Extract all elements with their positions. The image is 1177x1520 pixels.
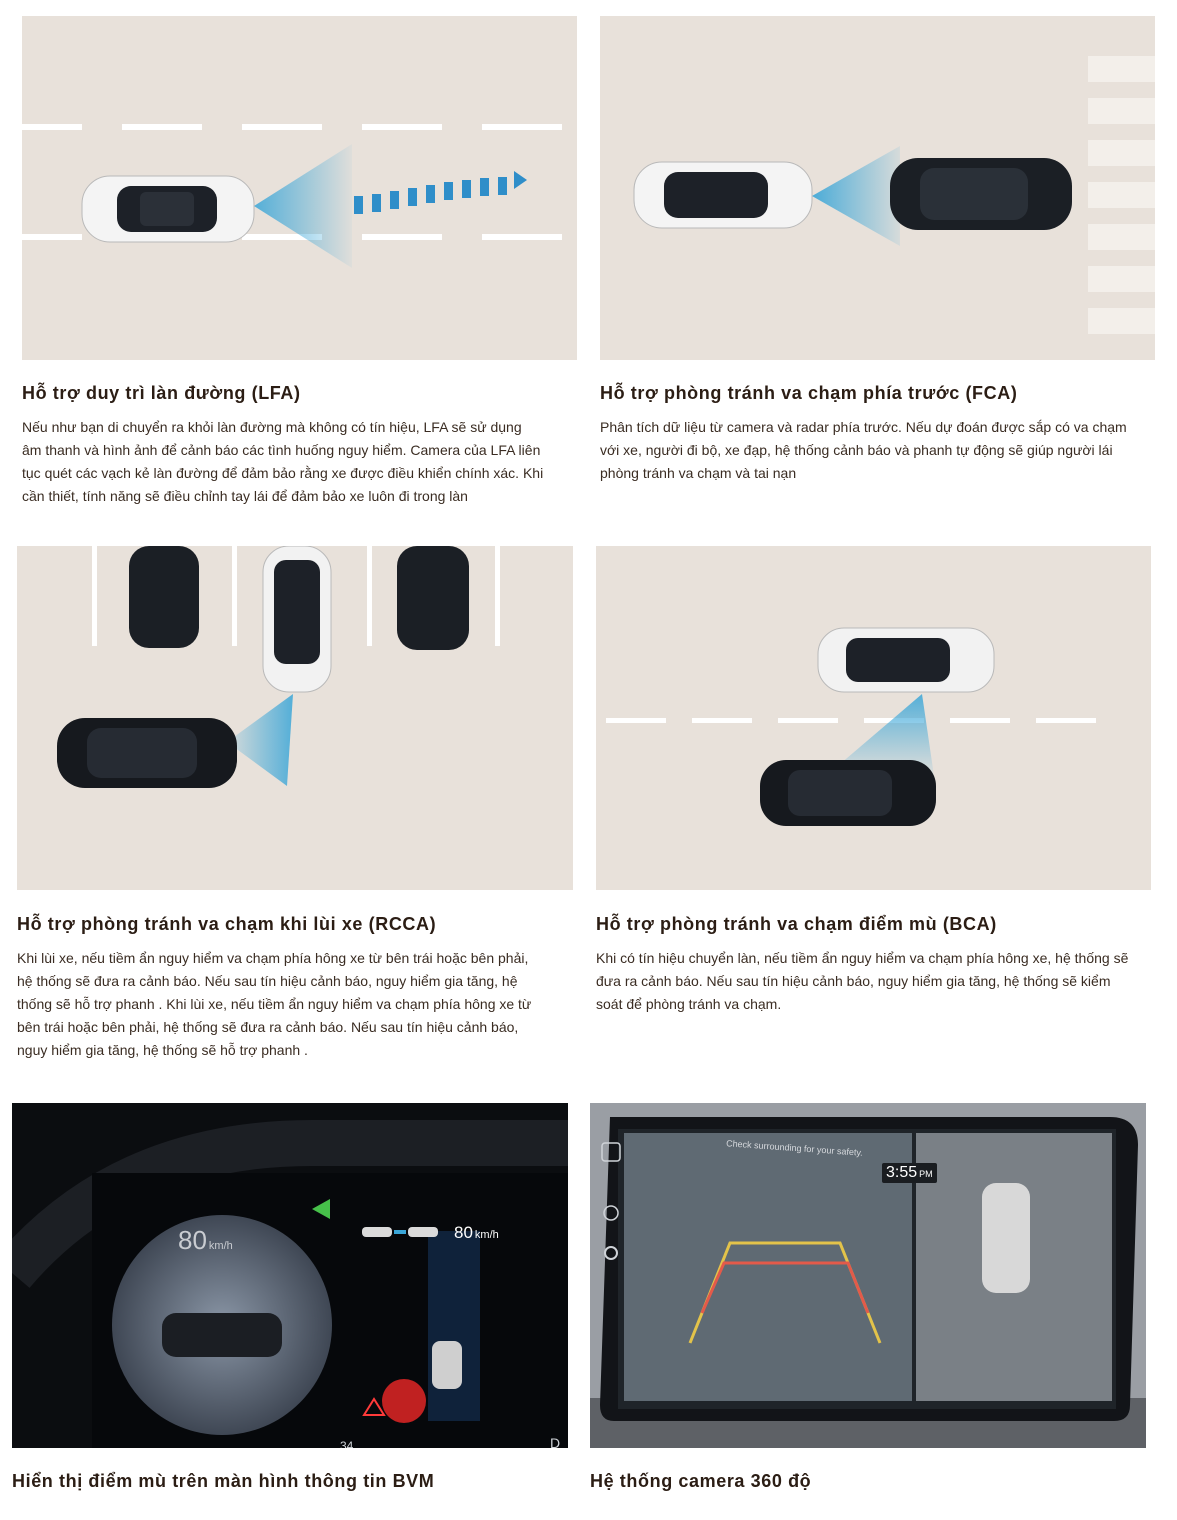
fca-illustration <box>600 16 1155 360</box>
view-icon[interactable] <box>603 1205 619 1221</box>
feature-description: Phân tích dữ liệu từ camera và radar phí… <box>600 419 1127 481</box>
parked-car <box>129 546 469 650</box>
blind-spot-car <box>760 760 936 826</box>
front-car <box>890 158 1072 230</box>
warning-triangle-icon <box>362 1397 386 1416</box>
ego-car <box>817 627 995 693</box>
feature-title: Hiển thị điểm mù trên màn hình thông tin… <box>12 1471 435 1491</box>
arrow-left-icon <box>312 1199 330 1219</box>
crossing-car <box>57 718 237 788</box>
feature-title: Hỗ trợ phòng tránh va chạm khi lùi xe (R… <box>17 914 437 934</box>
feature-description: Khi có tín hiệu chuyển làn, nếu tiềm ẩn … <box>596 950 1129 1012</box>
warning-pulse <box>382 1379 426 1423</box>
feature-description: Khi lùi xe, nếu tiềm ẩn nguy hiểm va chạ… <box>17 950 532 1058</box>
ego-car <box>633 161 813 229</box>
camera-icon[interactable] <box>601 1142 621 1162</box>
feature-title: Hệ thống camera 360 độ <box>590 1471 812 1491</box>
ego-car <box>262 546 332 693</box>
ego-car <box>81 175 255 243</box>
gear-indicator: D <box>550 1435 561 1448</box>
rear-camera-view <box>624 1133 912 1401</box>
feature-title: Hỗ trợ duy trì làn đường (LFA) <box>22 383 301 403</box>
lfa-illustration <box>22 16 577 360</box>
feature-description: Nếu như bạn di chuyển ra khỏi làn đường … <box>22 419 544 504</box>
feature-title: Hỗ trợ phòng tránh va chạm phía trước (F… <box>600 383 1018 403</box>
feature-title: Hỗ trợ phòng tránh va chạm điểm mù (BCA) <box>596 914 997 934</box>
gear-icon[interactable] <box>604 1246 618 1260</box>
rcca-illustration <box>17 546 573 890</box>
odometer-partial: 34 <box>340 1439 354 1448</box>
bca-illustration <box>596 546 1151 890</box>
